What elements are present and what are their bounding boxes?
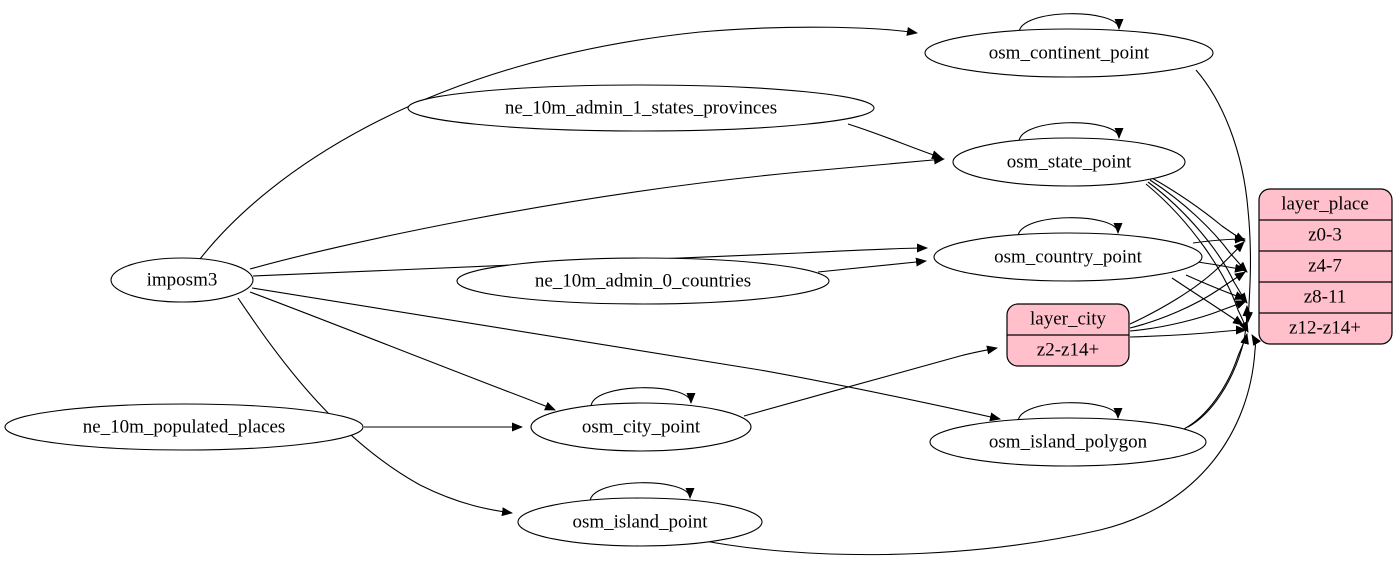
edge-self-loop-osm-city-point — [590, 387, 696, 408]
node-osm-country-point[interactable]: osm_country_point — [933, 232, 1203, 282]
edge-imposm3-to-osm-state-point — [249, 155, 945, 270]
node-shape-ne-countries[interactable] — [456, 257, 830, 305]
edge-osm-country-point-to-layer-place-z0-3 — [1192, 234, 1246, 244]
edge-layer-city-to-layer-place-z12 — [1129, 325, 1247, 338]
node-imposm3[interactable]: imposm3 — [110, 257, 254, 303]
node-layer: imposm3 ne_10m_admin_1_states_provinces … — [4, 28, 1214, 547]
node-shape-osm-island-point[interactable] — [517, 497, 763, 547]
edge-imposm3-to-osm-continent-point — [199, 26, 918, 260]
node-osm-state-point[interactable]: osm_state_point — [952, 137, 1186, 187]
node-label-osm-state-point: osm_state_point — [1007, 151, 1132, 172]
node-label-ne-countries: ne_10m_admin_0_countries — [535, 270, 751, 291]
edge-self-loop-osm-continent-point — [1018, 13, 1124, 34]
edge-ne-states-to-osm-state-point — [847, 123, 943, 160]
edge-osm-country-point-to-layer-place-z8-11 — [1185, 274, 1246, 300]
edge-self-loop-osm-country-point — [1017, 217, 1123, 238]
record-layer-place[interactable]: layer_place z0-3 z4-7 z8-11 z12-z14+ — [1258, 188, 1393, 345]
record-row-layer-place-z4-7[interactable]: z4-7 — [1308, 255, 1342, 276]
edge-self-loop-osm-island-point — [589, 482, 695, 503]
edge-ne-countries-to-osm-country-point — [817, 257, 927, 273]
edge-self-loop-osm-island-polygon — [1017, 402, 1123, 423]
edge-osm-state-point-to-layer-place-z0-3 — [1151, 177, 1246, 242]
edge-osm-island-polygon-to-layer-place-z8-11 — [1187, 305, 1252, 428]
edge-layer-city-to-layer-place-z8-11 — [1129, 300, 1247, 332]
node-ne-10m-admin-0-countries[interactable]: ne_10m_admin_0_countries — [456, 257, 830, 305]
edge-osm-city-point-to-layer-city-z2 — [743, 345, 998, 417]
edge-osm-country-point-to-layer-place-z4-7 — [1197, 261, 1246, 273]
edge-imposm3-to-osm-island-polygon — [251, 287, 1001, 422]
edge-layer — [199, 13, 1262, 556]
node-ne-10m-populated-places[interactable]: ne_10m_populated_places — [4, 403, 364, 451]
edge-imposm3-to-osm-city-point — [249, 291, 556, 411]
edge-osm-island-polygon-to-layer-place-z12 — [1183, 333, 1249, 430]
node-label-osm-island-point: osm_island_point — [572, 511, 708, 532]
edge-osm-state-point-to-layer-place-z12 — [1145, 183, 1249, 333]
node-shape-imposm3[interactable] — [110, 257, 254, 303]
node-label-ne-states: ne_10m_admin_1_states_provinces — [505, 97, 777, 118]
node-osm-island-polygon[interactable]: osm_island_polygon — [929, 417, 1207, 467]
edge-layer-city-to-layer-place-z0-3 — [1129, 241, 1245, 325]
node-label-osm-city-point: osm_city_point — [582, 416, 701, 437]
node-shape-osm-city-point[interactable] — [530, 402, 752, 452]
record-row-layer-place-title: layer_place — [1281, 193, 1369, 214]
edge-osm-island-point-to-layer-place-z12 — [699, 334, 1262, 556]
node-shape-osm-continent-point[interactable] — [924, 28, 1214, 78]
node-shape-osm-island-polygon[interactable] — [929, 417, 1207, 467]
edge-osm-continent-point-to-layer-place-z12 — [1195, 69, 1253, 323]
node-osm-city-point[interactable]: osm_city_point — [530, 402, 752, 452]
node-shape-ne-places[interactable] — [4, 403, 364, 451]
record-row-layer-city-z2-z14[interactable]: z2-z14+ — [1037, 339, 1099, 360]
record-box-layer-place[interactable] — [1258, 188, 1393, 345]
node-osm-continent-point[interactable]: osm_continent_point — [924, 28, 1214, 78]
record-row-layer-place-z12-z14[interactable]: z12-z14+ — [1289, 317, 1361, 338]
node-osm-island-point[interactable]: osm_island_point — [517, 497, 763, 547]
node-shape-osm-country-point[interactable] — [933, 232, 1203, 282]
record-layer: layer_city z2-z14+ layer_place z0-3 z4-7… — [1006, 188, 1393, 367]
node-label-osm-island-polygon: osm_island_polygon — [989, 431, 1148, 452]
node-label-imposm3: imposm3 — [147, 269, 218, 290]
node-label-osm-continent-point: osm_continent_point — [989, 42, 1150, 63]
node-shape-osm-state-point[interactable] — [952, 137, 1186, 187]
edge-osm-country-point-to-layer-place-z12 — [1171, 277, 1244, 326]
edge-self-loop-osm-state-point — [1018, 122, 1124, 143]
node-shape-ne-states[interactable] — [407, 84, 875, 132]
edge-layer-city-to-layer-place-z4-7 — [1129, 271, 1246, 329]
node-label-ne-places: ne_10m_populated_places — [83, 416, 286, 437]
node-label-osm-country-point: osm_country_point — [994, 246, 1142, 267]
edge-imposm3-to-osm-island-point — [237, 297, 513, 517]
record-row-layer-place-z8-11[interactable]: z8-11 — [1304, 286, 1347, 307]
record-row-layer-place-z0-3[interactable]: z0-3 — [1308, 224, 1342, 245]
node-ne-10m-admin-1-states-provinces[interactable]: ne_10m_admin_1_states_provinces — [407, 84, 875, 132]
record-row-layer-city-title: layer_city — [1030, 308, 1106, 329]
record-layer-city[interactable]: layer_city z2-z14+ — [1006, 303, 1130, 367]
